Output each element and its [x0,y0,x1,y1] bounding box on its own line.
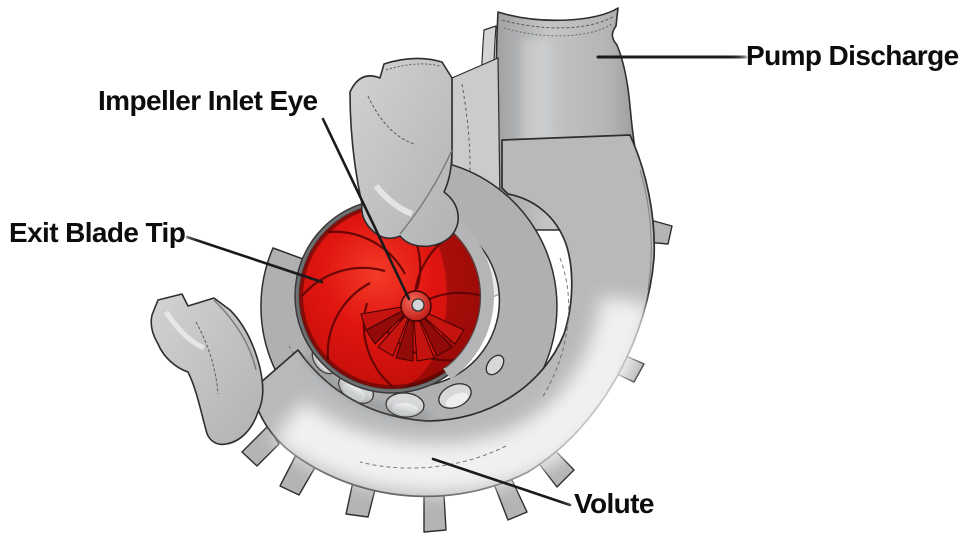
volute-body [251,134,656,498]
leader-lines [185,55,748,507]
impeller-hub-nose [411,298,425,312]
impeller-exducer-fan [360,306,465,362]
label-impeller-inlet-eye: Impeller Inlet Eye [98,85,318,116]
leader-volute [431,457,572,507]
upper-cut-section [349,57,460,248]
casing-lip-over-impeller [443,217,494,380]
impeller-shadow-crescent [392,203,485,389]
rib-bottom-2 [423,493,447,533]
left-cut-section [150,293,264,446]
impeller [294,198,494,394]
label-exit-blade-tip: Exit Blade Tip [9,217,186,248]
label-volute: Volute [574,488,654,519]
leader-impeller-inlet-eye [321,117,411,301]
label-pump-discharge: Pump Discharge [746,40,959,71]
leader-exit-blade-tip [185,235,324,284]
